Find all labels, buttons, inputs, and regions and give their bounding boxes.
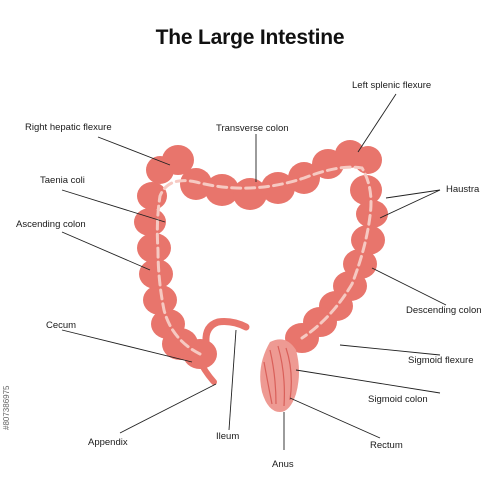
ileum (202, 318, 250, 346)
label-anus: Anus (272, 459, 294, 470)
label-taenia-coli: Taenia coli (40, 175, 85, 186)
diagram-title: The Large Intestine (155, 26, 345, 49)
label-rectum: Rectum (370, 440, 403, 451)
label-left-splenic-flexure: Left splenic flexure (352, 80, 432, 91)
label-descending-colon: Descending colon (406, 305, 482, 316)
ascending-colon (134, 182, 217, 369)
label-sigmoid-colon: Sigmoid colon (368, 394, 428, 405)
label-right-hepatic-flexure: Right hepatic flexure (25, 122, 112, 133)
label-ascending-colon: Ascending colon (16, 219, 86, 230)
leader-lines (61, 93, 447, 450)
transverse-colon (146, 140, 382, 210)
label-cecum: Cecum (46, 320, 77, 331)
descending-colon (285, 175, 388, 353)
stock-id-watermark: #807386975 (2, 385, 11, 431)
rectum (260, 339, 299, 412)
taenia-coli-band (155, 165, 373, 356)
label-transverse-colon: Transverse colon (216, 123, 289, 134)
label-ileum: Ileum (216, 431, 240, 442)
label-sigmoid-flexure: Sigmoid flexure (408, 355, 474, 366)
label-appendix: Appendix (88, 437, 128, 448)
label-haustra: Haustra (446, 184, 480, 195)
